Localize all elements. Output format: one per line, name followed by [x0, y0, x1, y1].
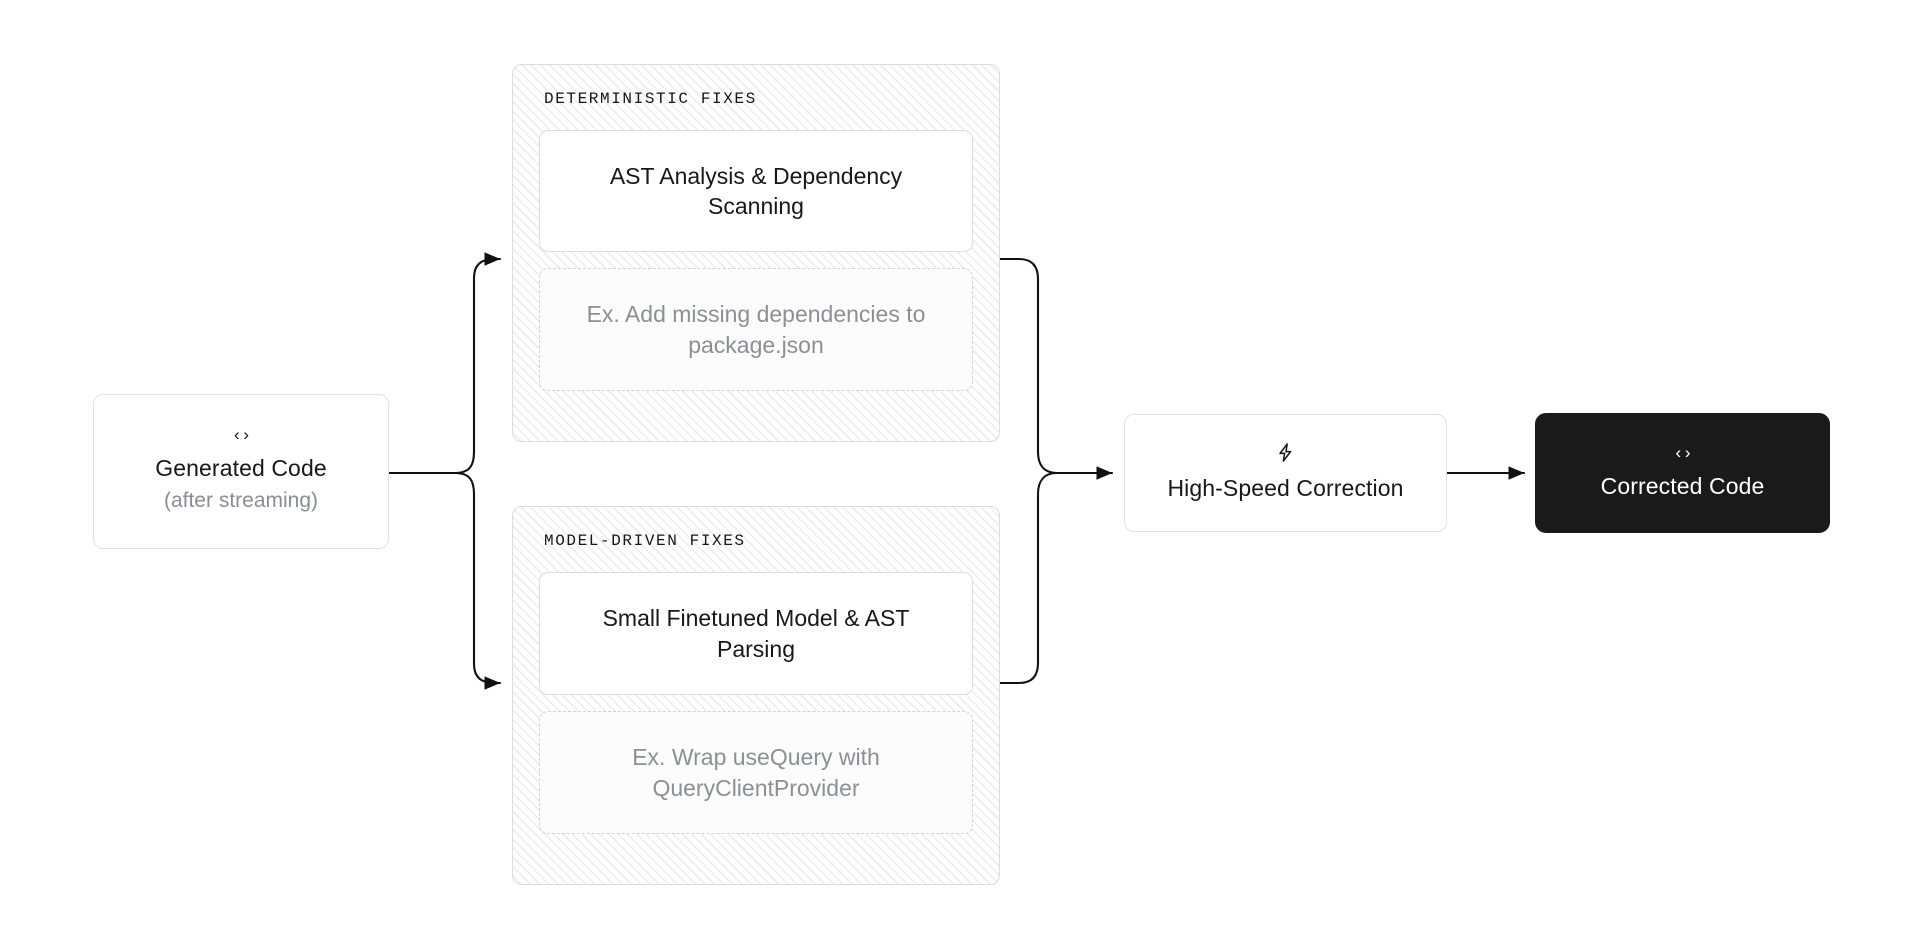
panel-deterministic-fixes-title: DETERMINISTIC FIXES	[544, 90, 757, 108]
code-brackets-icon: ‹›	[1673, 444, 1692, 464]
card-small-finetuned-model[interactable]: Small Finetuned Model & AST Parsing	[539, 572, 973, 695]
node-high-speed-correction-title: High-Speed Correction	[1167, 475, 1404, 502]
lightning-bolt-icon	[1278, 443, 1293, 467]
edge-generated-to-deterministic	[453, 252, 502, 475]
node-generated-code-title: Generated Code	[155, 455, 327, 482]
code-brackets-icon: ‹›	[231, 427, 251, 447]
edge-deterministic-to-correction	[998, 257, 1114, 480]
card-ast-analysis[interactable]: AST Analysis & Dependency Scanning	[539, 130, 973, 252]
card-deterministic-example: Ex. Add missing dependencies to package.…	[539, 268, 973, 391]
edge-model-to-correction	[998, 471, 1059, 685]
card-model-driven-example: Ex. Wrap useQuery with QueryClientProvid…	[539, 711, 973, 834]
node-corrected-code[interactable]: ‹› Corrected Code	[1535, 413, 1830, 533]
node-generated-code[interactable]: ‹› Generated Code (after streaming)	[93, 394, 389, 549]
panel-deterministic-fixes: DETERMINISTIC FIXES AST Analysis & Depen…	[512, 64, 1000, 442]
edge-generated-to-model	[453, 471, 502, 690]
panel-model-driven-fixes-title: MODEL-DRIVEN FIXES	[544, 532, 746, 550]
node-corrected-code-title: Corrected Code	[1600, 472, 1765, 499]
node-high-speed-correction[interactable]: High-Speed Correction	[1124, 414, 1447, 532]
node-generated-code-subtitle: (after streaming)	[163, 489, 319, 513]
panel-model-driven-fixes: MODEL-DRIVEN FIXES Small Finetuned Model…	[512, 506, 1000, 885]
